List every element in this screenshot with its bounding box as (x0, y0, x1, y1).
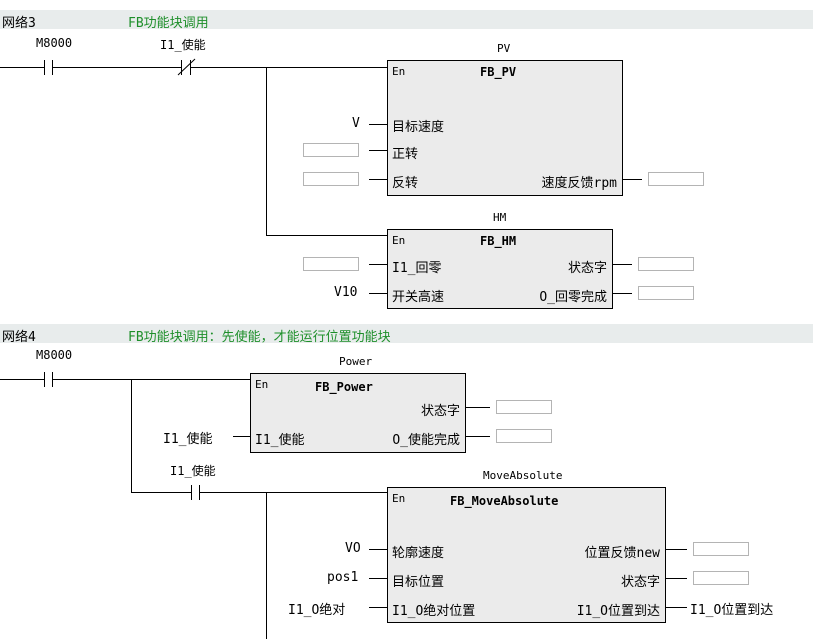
move-arg-speed[interactable]: VO (345, 541, 361, 556)
n4-contact-m8000[interactable] (40, 370, 57, 389)
hm-pin-home: I1_回零 (392, 261, 442, 276)
power-instance-name: Power (339, 355, 373, 368)
move-arg-absolute[interactable]: I1_O绝对 (288, 603, 346, 618)
move-pin-arrived: I1_O位置到达 (576, 604, 660, 619)
move-position-feedback-output[interactable] (693, 542, 749, 556)
fb-power-block[interactable]: En FB_Power 状态字 I1_使能 O_使能完成 (250, 373, 466, 453)
pv-en-pin: En (392, 65, 406, 78)
pv-reverse-input[interactable] (303, 172, 359, 186)
hm-pin-home-done: O_回零完成 (539, 290, 607, 305)
contact-i1-normally-closed[interactable] (177, 58, 195, 77)
network3-description: FB功能块调用 (128, 16, 209, 31)
n4-contact-i1-label: I1_使能 (170, 464, 216, 478)
hm-pin-switch-high-speed: 开关高速 (392, 290, 445, 305)
hm-home-done-output[interactable] (638, 286, 694, 300)
pv-arg-speed[interactable]: V (352, 116, 360, 131)
contact-m8000-label: M8000 (36, 36, 73, 50)
move-arg-target[interactable]: pos1 (327, 570, 359, 585)
hm-status-output[interactable] (638, 257, 694, 271)
hm-en-pin: En (392, 234, 406, 247)
move-status-output[interactable] (693, 571, 749, 585)
network4-header[interactable]: 网络4 FB功能块调用：先使能，才能运行位置功能块 (0, 324, 813, 345)
move-pin-target-position: 目标位置 (392, 575, 445, 590)
hm-instance-name: HM (493, 211, 507, 224)
pv-pin-reverse: 反转 (392, 176, 419, 191)
move-en-pin: En (392, 492, 406, 505)
fb-pv-block[interactable]: En FB_PV 目标速度 正转 反转 速度反馈rpm (387, 60, 623, 196)
move-type: FB_MoveAbsolute (450, 494, 559, 508)
hm-arg-switch[interactable]: V10 (334, 285, 358, 300)
move-instance-name: MoveAbsolute (483, 469, 563, 482)
move-out-arrived[interactable]: I1_O位置到达 (690, 603, 774, 618)
move-pin-status: 状态字 (620, 575, 660, 590)
power-enable-done-output[interactable] (496, 429, 552, 443)
contact-i1-label: I1_使能 (160, 38, 206, 52)
fb-moveabsolute-block[interactable]: En FB_MoveAbsolute 轮廓速度 目标位置 I1_O绝对位置 位置… (387, 487, 666, 623)
network4-description: FB功能块调用：先使能，才能运行位置功能块 (128, 330, 391, 345)
move-pin-profile-speed: 轮廓速度 (392, 546, 445, 561)
pv-forward-input[interactable] (303, 143, 359, 157)
move-pin-position-feedback: 位置反馈new (584, 546, 660, 561)
power-arg-enable[interactable]: I1_使能 (163, 432, 213, 447)
hm-pin-status: 状态字 (567, 261, 607, 276)
power-type: FB_Power (315, 380, 373, 394)
pv-speed-feedback-output[interactable] (648, 172, 704, 186)
network3-header[interactable]: 网络3 FB功能块调用 (0, 10, 813, 31)
pv-type: FB_PV (480, 65, 517, 79)
pv-instance-name: PV (497, 42, 511, 55)
contact-m8000[interactable] (40, 58, 57, 77)
hm-home-input[interactable] (303, 257, 359, 271)
network3-number: 网络3 (2, 16, 36, 31)
move-pin-absolute-position: I1_O绝对位置 (392, 604, 476, 619)
n4-contact-m8000-label: M8000 (36, 348, 73, 362)
pv-pin-speed-feedback: 速度反馈rpm (541, 176, 617, 191)
n4-contact-i1[interactable] (187, 483, 204, 502)
power-pin-enable-done: O_使能完成 (392, 433, 460, 448)
pv-pin-forward: 正转 (392, 147, 419, 162)
pv-pin-target-speed: 目标速度 (392, 120, 445, 135)
power-pin-enable: I1_使能 (255, 433, 305, 448)
network4-number: 网络4 (2, 330, 36, 345)
power-pin-status: 状态字 (420, 404, 460, 419)
power-status-output[interactable] (496, 400, 552, 414)
power-en-pin: En (255, 378, 269, 391)
fb-hm-block[interactable]: En FB_HM I1_回零 开关高速 状态字 O_回零完成 (387, 229, 613, 309)
hm-type: FB_HM (480, 234, 517, 248)
